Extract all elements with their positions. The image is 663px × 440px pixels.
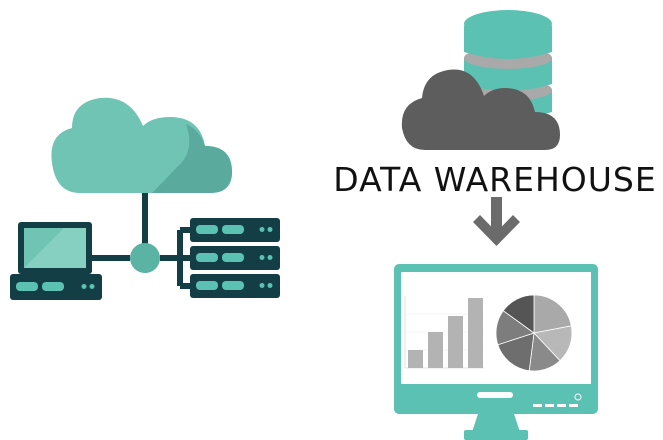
bar xyxy=(428,332,443,368)
network-hub-icon xyxy=(130,243,160,273)
network-cloud-icon xyxy=(51,97,232,193)
database-cloud-icon xyxy=(401,10,560,150)
power-icon xyxy=(574,393,582,401)
dashboard-bar-chart xyxy=(404,296,484,369)
server-unit xyxy=(190,218,280,242)
network-links xyxy=(92,193,192,289)
dashboard-pie-chart xyxy=(495,294,573,372)
monitor-dashboard-icon xyxy=(394,264,598,440)
bar xyxy=(448,316,463,368)
bar xyxy=(468,298,483,368)
pie-slice xyxy=(497,332,535,372)
data-warehouse-caption: DATA WAREHOUSE xyxy=(333,160,657,199)
laptop-icon xyxy=(10,222,102,300)
server-rack-icon xyxy=(190,218,280,298)
pie-slice xyxy=(502,294,535,334)
down-arrow-icon xyxy=(473,197,520,246)
bar xyxy=(408,350,423,368)
cloud-network-icon xyxy=(10,97,280,300)
server-unit xyxy=(190,274,280,298)
server-unit xyxy=(190,246,280,270)
pie-slice xyxy=(533,294,572,334)
warehouse-cloud-icon xyxy=(401,69,560,150)
